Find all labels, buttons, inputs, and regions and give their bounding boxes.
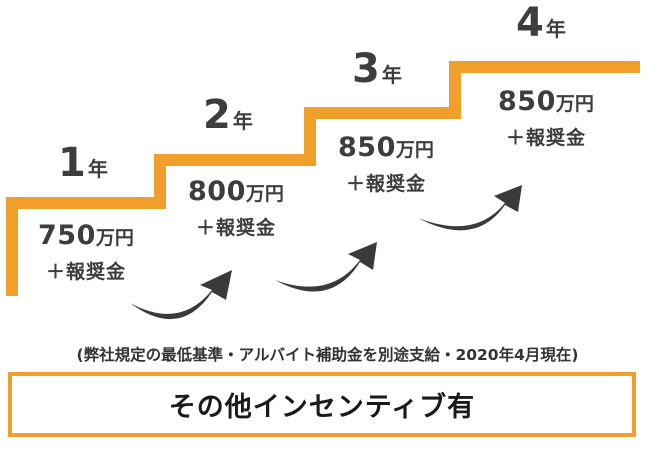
year-unit: 年 <box>87 157 108 181</box>
year-number: 3 <box>352 46 380 92</box>
growth-arrow-3 <box>418 185 522 231</box>
salary-block-1: 750万円 ＋報奨金 <box>38 220 134 284</box>
footnote: (弊社規定の最低基準・アルバイト補助金を別途支給・2020年4月現在) <box>76 346 579 364</box>
salary-amount: 850 <box>498 86 556 117</box>
salary-unit: 万円 <box>395 139 434 161</box>
year-unit: 年 <box>545 17 566 41</box>
year-number: 1 <box>58 140 86 186</box>
year-unit: 年 <box>381 63 402 87</box>
year-unit: 年 <box>232 109 253 133</box>
salary-unit: 万円 <box>245 183 284 205</box>
staircase-line <box>6 61 640 296</box>
incentive-banner: その他インセンティブ有 <box>8 372 636 437</box>
bonus-text: ＋報奨金 <box>45 261 126 283</box>
salary-block-2: 800万円 ＋報奨金 <box>188 176 284 240</box>
growth-arrow-1 <box>130 270 232 320</box>
salary-unit: 万円 <box>555 93 594 115</box>
salary-amount: 850 <box>338 132 396 163</box>
growth-arrow-2 <box>275 242 377 292</box>
bonus-text: ＋報奨金 <box>345 173 426 195</box>
salary-block-4: 850万円 ＋報奨金 <box>498 86 594 150</box>
salary-block-3: 850万円 ＋報奨金 <box>338 132 434 196</box>
year-number: 4 <box>516 0 544 46</box>
bonus-text: ＋報奨金 <box>505 127 586 149</box>
salary-amount: 800 <box>188 176 246 207</box>
salary-unit: 万円 <box>95 227 134 249</box>
salary-amount: 750 <box>38 220 96 251</box>
banner-text: その他インセンティブ有 <box>168 392 476 423</box>
year-number: 2 <box>203 92 231 138</box>
bonus-text: ＋報奨金 <box>195 217 276 239</box>
